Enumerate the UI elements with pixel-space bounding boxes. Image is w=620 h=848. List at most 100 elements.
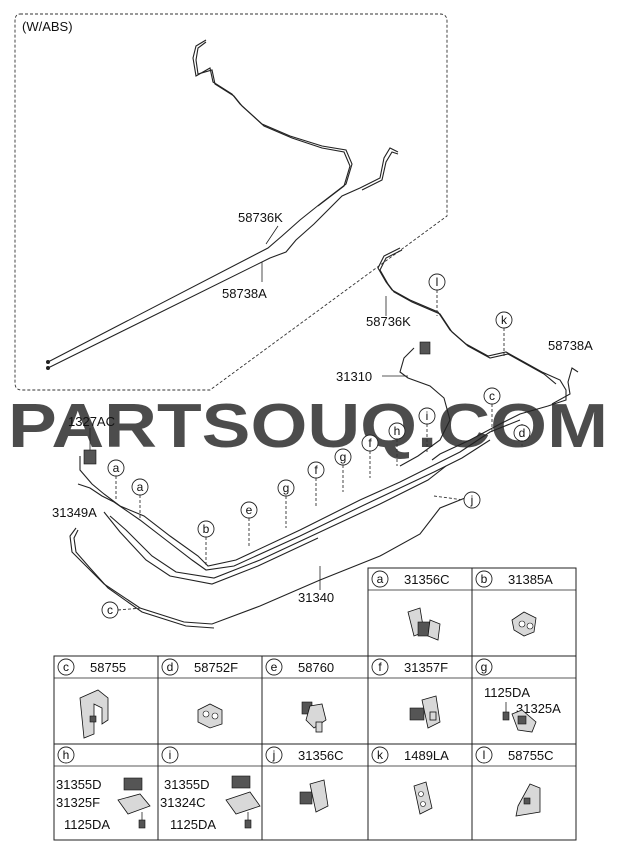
legend-cell-h: h 31355D 31325F 1125DA	[56, 746, 151, 832]
callout-b: b	[197, 520, 215, 566]
legend-letter-j: j	[272, 748, 276, 762]
clip-31356C-image	[407, 607, 441, 641]
legend-part-b: 31385A	[508, 572, 553, 587]
callout-d: d	[513, 424, 531, 446]
svg-text:e: e	[246, 503, 253, 517]
main-fuel-lines: 31310 1327AC 31349A 31340	[52, 341, 521, 629]
rear-brake-lines: 58736K 58738A	[366, 247, 593, 461]
legend-subpart-h-1125DA: 1125DA	[64, 817, 110, 832]
svg-text:g: g	[340, 450, 347, 464]
legend-subpart-h-31325F: 31325F	[56, 795, 100, 810]
callouts: a a b e g f g	[101, 273, 531, 619]
clip-31325A-image	[502, 702, 537, 733]
part-58736K: 58736K	[366, 314, 411, 329]
callout-e: e	[240, 501, 258, 546]
legend-subpart-g-1125DA: 1125DA	[484, 685, 530, 700]
legend-part-d: 58752F	[194, 660, 238, 675]
legend-cell-d: d 58752F	[161, 658, 238, 729]
callout-g-2: g	[334, 448, 352, 492]
callout-h: h	[388, 422, 406, 466]
svg-text:j: j	[470, 493, 474, 507]
legend-part-l: 58755C	[508, 748, 554, 763]
legend-subpart-h-31355D: 31355D	[56, 777, 102, 792]
clip-58760-image	[301, 701, 327, 733]
legend-cell-b: b 31385A	[475, 570, 553, 637]
abs-variant-label: (W/ABS)	[22, 19, 73, 34]
legend-letter-i: i	[169, 748, 172, 762]
part-58738A: 58738A	[548, 338, 593, 353]
callout-g-1: g	[277, 479, 295, 528]
legend-cell-a: a 31356C	[371, 570, 450, 641]
svg-text:a: a	[137, 480, 144, 494]
callout-k: k	[495, 311, 513, 356]
abs-variant-region: (W/ABS)	[14, 13, 448, 391]
legend-letter-d: d	[167, 660, 174, 674]
legend-letter-h: h	[63, 748, 70, 762]
clip-58752F-image	[197, 703, 223, 729]
clip-31355D-image	[117, 777, 151, 829]
callout-f-1: f	[307, 461, 325, 506]
legend-letter-e: e	[271, 660, 278, 674]
callout-a-1: a	[107, 459, 125, 500]
svg-text:k: k	[501, 313, 508, 327]
clip-31356C-j-image	[299, 779, 329, 813]
legend-part-f: 31357F	[404, 660, 448, 675]
callout-c-main: c	[101, 601, 143, 619]
clip-1489LA-image	[413, 781, 433, 815]
svg-text:b: b	[203, 522, 210, 536]
bracket-58755C-image	[515, 783, 541, 817]
legend-cell-l: l 58755C	[475, 746, 554, 817]
svg-text:l: l	[436, 275, 439, 289]
svg-text:f: f	[368, 436, 372, 450]
bracket-58755-image	[79, 689, 109, 739]
legend-part-c: 58755	[90, 660, 126, 675]
part-58736K-abs: 58736K	[238, 210, 283, 225]
legend-letter-l: l	[483, 748, 486, 762]
svg-text:a: a	[113, 461, 120, 475]
legend-subpart-i-31324C: 31324C	[160, 795, 206, 810]
legend-cell-c: c 58755	[57, 658, 126, 739]
legend-letter-c: c	[63, 660, 69, 674]
svg-text:c: c	[489, 389, 495, 403]
callout-j: j	[433, 491, 481, 509]
legend-letter-a: a	[377, 572, 384, 586]
legend-part-a: 31356C	[404, 572, 450, 587]
callout-i: i	[418, 407, 436, 452]
legend-cell-i: i 31355D 31324C 1125DA	[160, 746, 261, 832]
legend-part-e: 58760	[298, 660, 334, 675]
legend-letter-f: f	[378, 660, 382, 674]
part-31349A: 31349A	[52, 505, 97, 520]
clip-31357F-image	[409, 695, 441, 729]
callout-c-right: c	[483, 387, 501, 432]
part-31340: 31340	[298, 590, 334, 605]
legend-subpart-i-1125DA: 1125DA	[170, 817, 216, 832]
legend-letter-g: g	[481, 660, 488, 674]
svg-text:i: i	[426, 409, 429, 423]
legend-letter-k: k	[377, 748, 384, 762]
legend-subpart-i-31355D: 31355D	[164, 777, 210, 792]
callout-f-2: f	[361, 434, 379, 478]
part-31310: 31310	[336, 369, 372, 384]
svg-text:h: h	[394, 424, 401, 438]
legend-part-j: 31356C	[298, 748, 344, 763]
legend-letter-b: b	[481, 572, 488, 586]
svg-text:f: f	[314, 463, 318, 477]
legend-cell-g: g 1125DA 31325A	[475, 658, 561, 733]
legend-cell-f: f 31357F	[371, 658, 448, 729]
legend-part-k: 1489LA	[404, 748, 449, 763]
callout-a-2: a	[131, 478, 149, 520]
legend-subpart-g-31325A: 31325A	[516, 701, 561, 716]
clip-31324C-image	[225, 775, 261, 829]
svg-text:c: c	[107, 603, 113, 617]
watermark: PARTSOUQ.COM	[8, 392, 608, 461]
svg-text:g: g	[283, 481, 290, 495]
svg-text:d: d	[519, 426, 526, 440]
abs-brake-lines: 58736K 58738A	[46, 39, 399, 370]
legend-cell-j: j 31356C	[265, 746, 344, 813]
callout-l: l	[428, 273, 446, 316]
part-1327AC: 1327AC	[68, 414, 115, 429]
clip-31385A-image	[511, 611, 537, 637]
part-58738A-abs: 58738A	[222, 286, 267, 301]
legend-cell-k: k 1489LA	[371, 746, 449, 815]
